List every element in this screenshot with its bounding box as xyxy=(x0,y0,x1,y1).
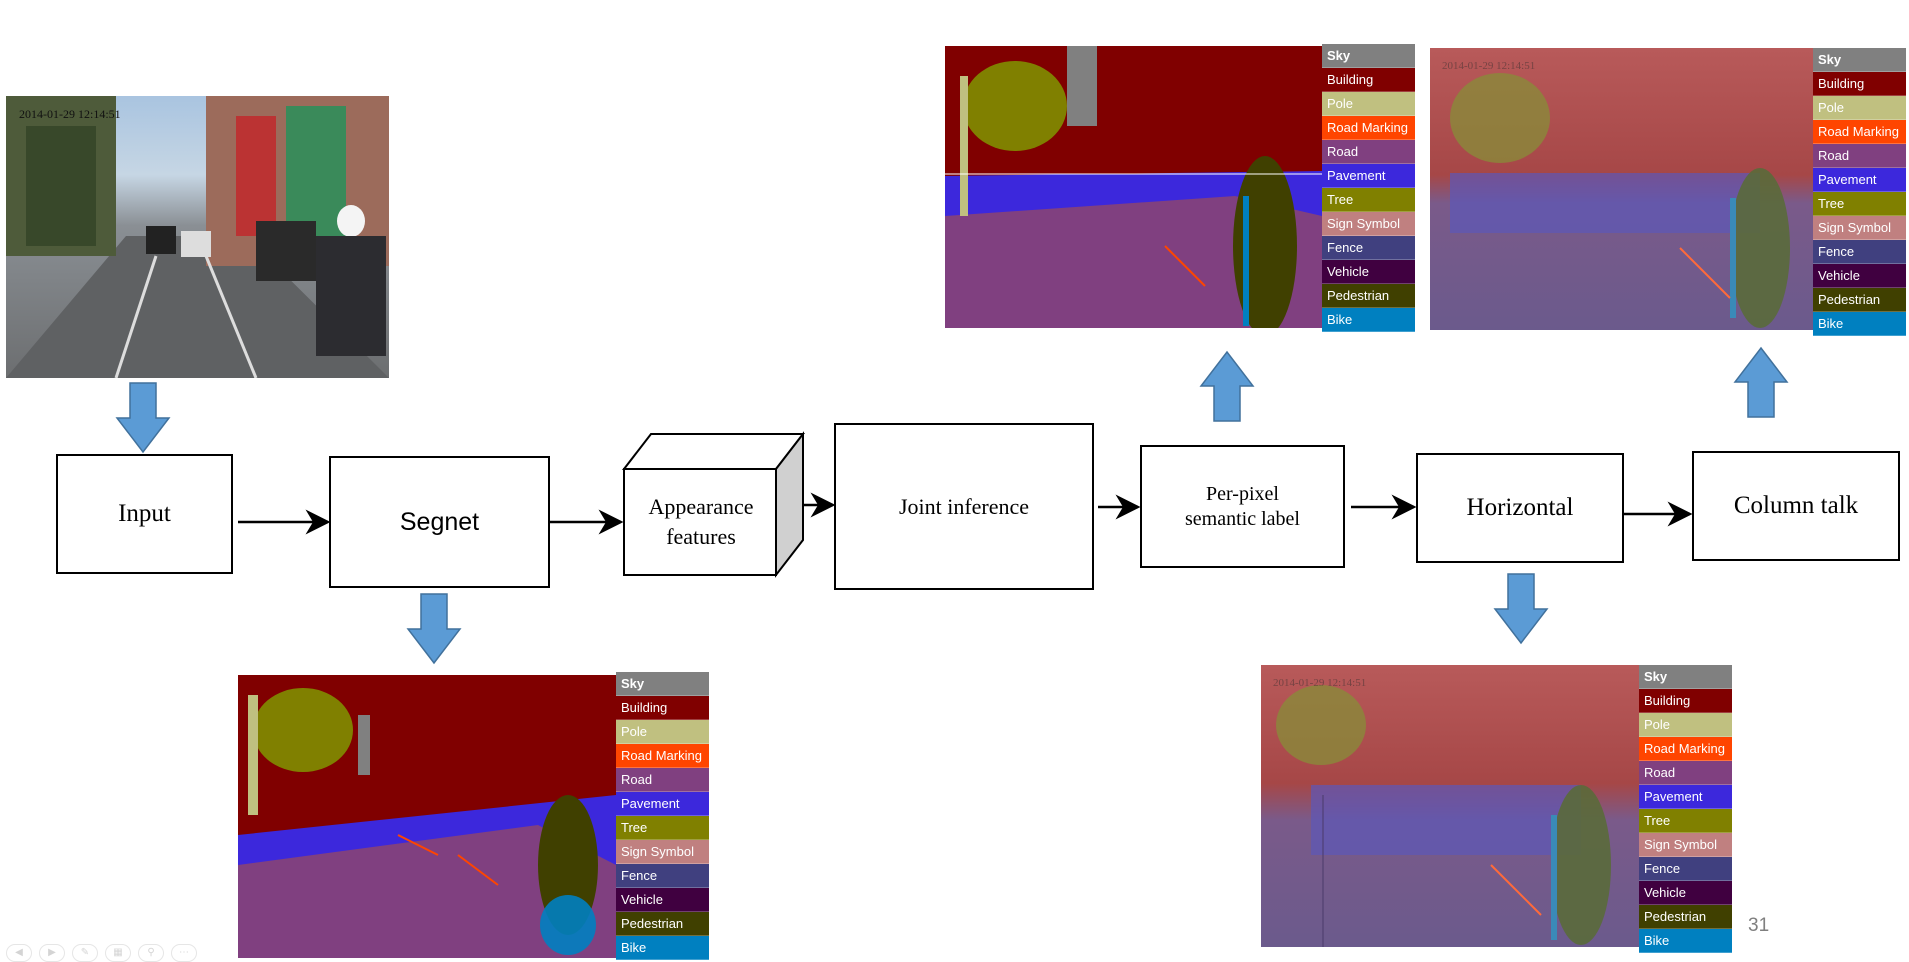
arrow-input-down xyxy=(115,382,171,454)
per-pixel-output-map xyxy=(945,46,1322,328)
legend-item-pavement: Pavement xyxy=(616,792,709,816)
previous-slide-icon[interactable]: ◀ xyxy=(6,944,32,962)
legend-item-bike: Bike xyxy=(1322,308,1415,332)
slide-number: 31 xyxy=(1748,915,1770,936)
more-options-icon[interactable]: ⋯ xyxy=(171,944,197,962)
legend-item-sky: Sky xyxy=(1322,44,1415,68)
legend-item-sky: Sky xyxy=(1813,48,1906,72)
segnet-node: Segnet xyxy=(329,456,550,588)
legend-item-sign-symbol: Sign Symbol xyxy=(1322,212,1415,236)
column-talk-overlay-timestamp: 2014-01-29 12:14:51 xyxy=(1442,60,1536,72)
legend-item-fence: Fence xyxy=(1813,240,1906,264)
joint-inference-label: Joint inference xyxy=(898,493,1030,519)
segnet-label: Segnet xyxy=(399,507,480,536)
input-label: Input xyxy=(118,500,171,527)
legend-item-vehicle: Vehicle xyxy=(616,888,709,912)
legend-item-building: Building xyxy=(1322,68,1415,92)
legend-item-sign-symbol: Sign Symbol xyxy=(1639,833,1732,857)
horizontal-label: Horizontal xyxy=(1466,494,1574,521)
legend-item-fence: Fence xyxy=(1322,236,1415,260)
joint-inference-node: Joint inference xyxy=(834,423,1094,590)
column-talk-output-map: 2014-01-29 12:14:51 xyxy=(1430,48,1813,330)
horizontal-overlay-timestamp: 2014-01-29 12:14:51 xyxy=(1273,677,1367,689)
legend-item-pavement: Pavement xyxy=(1322,164,1415,188)
next-slide-icon[interactable]: ▶ xyxy=(39,944,65,962)
legend-item-building: Building xyxy=(1813,72,1906,96)
arrow-segnet-down xyxy=(406,593,462,665)
legend-item-road-marking: Road Marking xyxy=(1322,116,1415,140)
legend-item-road: Road xyxy=(1813,144,1906,168)
legend-item-road: Road xyxy=(1322,140,1415,164)
zoom-icon[interactable]: ⚲ xyxy=(138,944,164,962)
horizontal-output-map: 2014-01-29 12:14:51 xyxy=(1261,665,1639,947)
horizontal-node: Horizontal xyxy=(1416,453,1624,563)
legend-item-building: Building xyxy=(616,696,709,720)
legend-item-vehicle: Vehicle xyxy=(1813,264,1906,288)
legend-item-road: Road xyxy=(1639,761,1732,785)
legend-item-fence: Fence xyxy=(616,864,709,888)
legend-item-tree: Tree xyxy=(1322,188,1415,212)
legend-item-pedestrian: Pedestrian xyxy=(1813,288,1906,312)
legend-item-pole: Pole xyxy=(616,720,709,744)
slides-grid-icon[interactable]: ▦ xyxy=(105,944,131,962)
column-talk-node: Column talk xyxy=(1692,451,1900,561)
legend-item-road: Road xyxy=(616,768,709,792)
legend-item-sky: Sky xyxy=(1639,665,1732,689)
arrow-column-up xyxy=(1733,346,1789,418)
segnet-output-map xyxy=(238,675,616,958)
legend-item-building: Building xyxy=(1639,689,1732,713)
legend-item-road-marking: Road Marking xyxy=(616,744,709,768)
appearance-features-label: Appearance features xyxy=(648,494,754,549)
legend-item-pavement: Pavement xyxy=(1813,168,1906,192)
legend-item-tree: Tree xyxy=(1813,192,1906,216)
legend-item-pole: Pole xyxy=(1639,713,1732,737)
legend-item-bike: Bike xyxy=(616,936,709,960)
per-pixel-label: Per-pixel semantic label xyxy=(1185,482,1300,530)
slideshow-toolbar: ◀ ▶ ✎ ▦ ⚲ ⋯ xyxy=(6,944,197,962)
legend-item-sign-symbol: Sign Symbol xyxy=(1813,216,1906,240)
legend-item-road-marking: Road Marking xyxy=(1639,737,1732,761)
photo-timestamp: 2014-01-29 12:14:51 xyxy=(19,107,121,121)
legend-item-sky: Sky xyxy=(616,672,709,696)
legend-item-tree: Tree xyxy=(1639,809,1732,833)
legend-item-pavement: Pavement xyxy=(1639,785,1732,809)
legend-item-vehicle: Vehicle xyxy=(1322,260,1415,284)
legend-item-sign-symbol: Sign Symbol xyxy=(616,840,709,864)
legend-item-pedestrian: Pedestrian xyxy=(1322,284,1415,308)
legend-item-road-marking: Road Marking xyxy=(1813,120,1906,144)
legend-item-fence: Fence xyxy=(1639,857,1732,881)
input-node: Input xyxy=(56,454,233,574)
arrow-horizontal-down xyxy=(1493,573,1549,645)
legend-item-pole: Pole xyxy=(1322,92,1415,116)
input-photo: 2014-01-29 12:14:51 xyxy=(6,96,389,378)
pen-icon[interactable]: ✎ xyxy=(72,944,98,962)
legend-item-vehicle: Vehicle xyxy=(1639,881,1732,905)
legend-item-bike: Bike xyxy=(1639,929,1732,953)
legend-item-tree: Tree xyxy=(616,816,709,840)
per-pixel-semantic-label-node: Per-pixel semantic label xyxy=(1140,445,1345,568)
column-talk-label: Column talk xyxy=(1733,492,1859,519)
legend-item-pedestrian: Pedestrian xyxy=(1639,905,1732,929)
legend-item-pole: Pole xyxy=(1813,96,1906,120)
appearance-features-node: Appearance features xyxy=(626,492,776,552)
legend-item-bike: Bike xyxy=(1813,312,1906,336)
arrow-perpixel-up xyxy=(1199,350,1255,422)
legend-item-pedestrian: Pedestrian xyxy=(616,912,709,936)
